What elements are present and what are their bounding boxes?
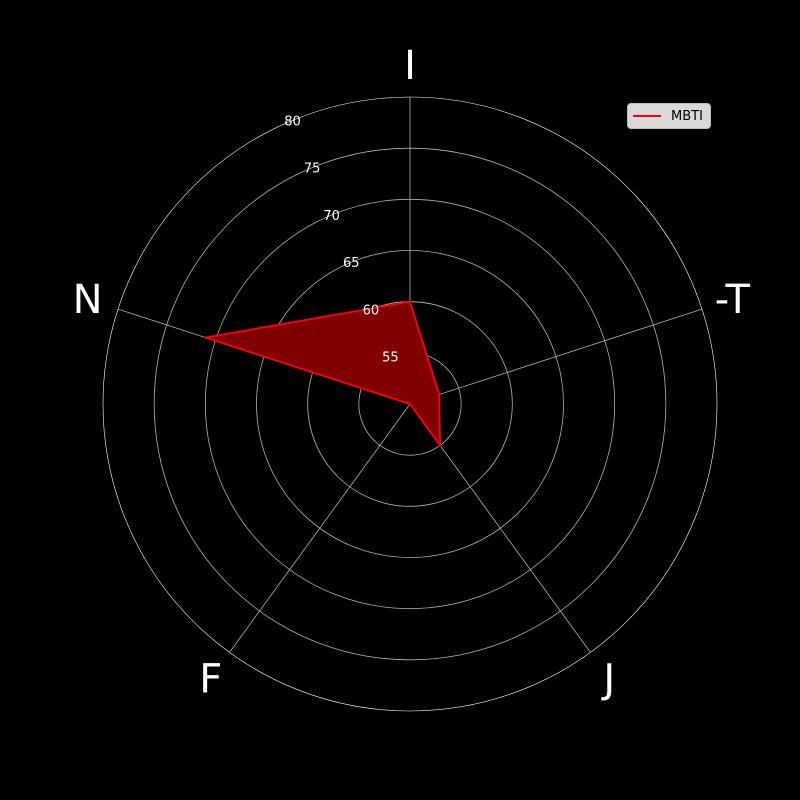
spoke-line — [409, 308, 703, 405]
legend: MBTI — [627, 103, 711, 129]
series-layer — [204, 300, 442, 447]
radial-tick-label: 65 — [343, 256, 360, 271]
series-line — [204, 300, 442, 447]
data-point — [204, 336, 207, 339]
radial-tick-label: 80 — [284, 114, 301, 129]
radial-tick-label: 75 — [304, 162, 321, 177]
legend-swatch-mbti — [633, 115, 661, 117]
radial-tick-labels: 55 60 65 70 75 80 — [284, 114, 398, 365]
data-point — [438, 444, 442, 447]
data-point — [408, 300, 412, 303]
series-fill — [205, 301, 441, 446]
legend-label-mbti: MBTI — [671, 108, 703, 124]
radial-tick-label: 60 — [363, 303, 380, 318]
data-point — [437, 393, 441, 396]
radial-tick-label: 70 — [323, 209, 340, 224]
axis-labels: I -T J F N — [73, 43, 751, 702]
axis-label: F — [199, 656, 222, 702]
radial-tick-label: 55 — [382, 351, 399, 366]
axis-label: -T — [715, 277, 751, 323]
spoke-line — [229, 403, 411, 653]
axis-label: I — [404, 43, 416, 89]
axis-label: J — [600, 656, 615, 702]
data-point — [408, 402, 412, 406]
axis-label: N — [73, 277, 103, 323]
